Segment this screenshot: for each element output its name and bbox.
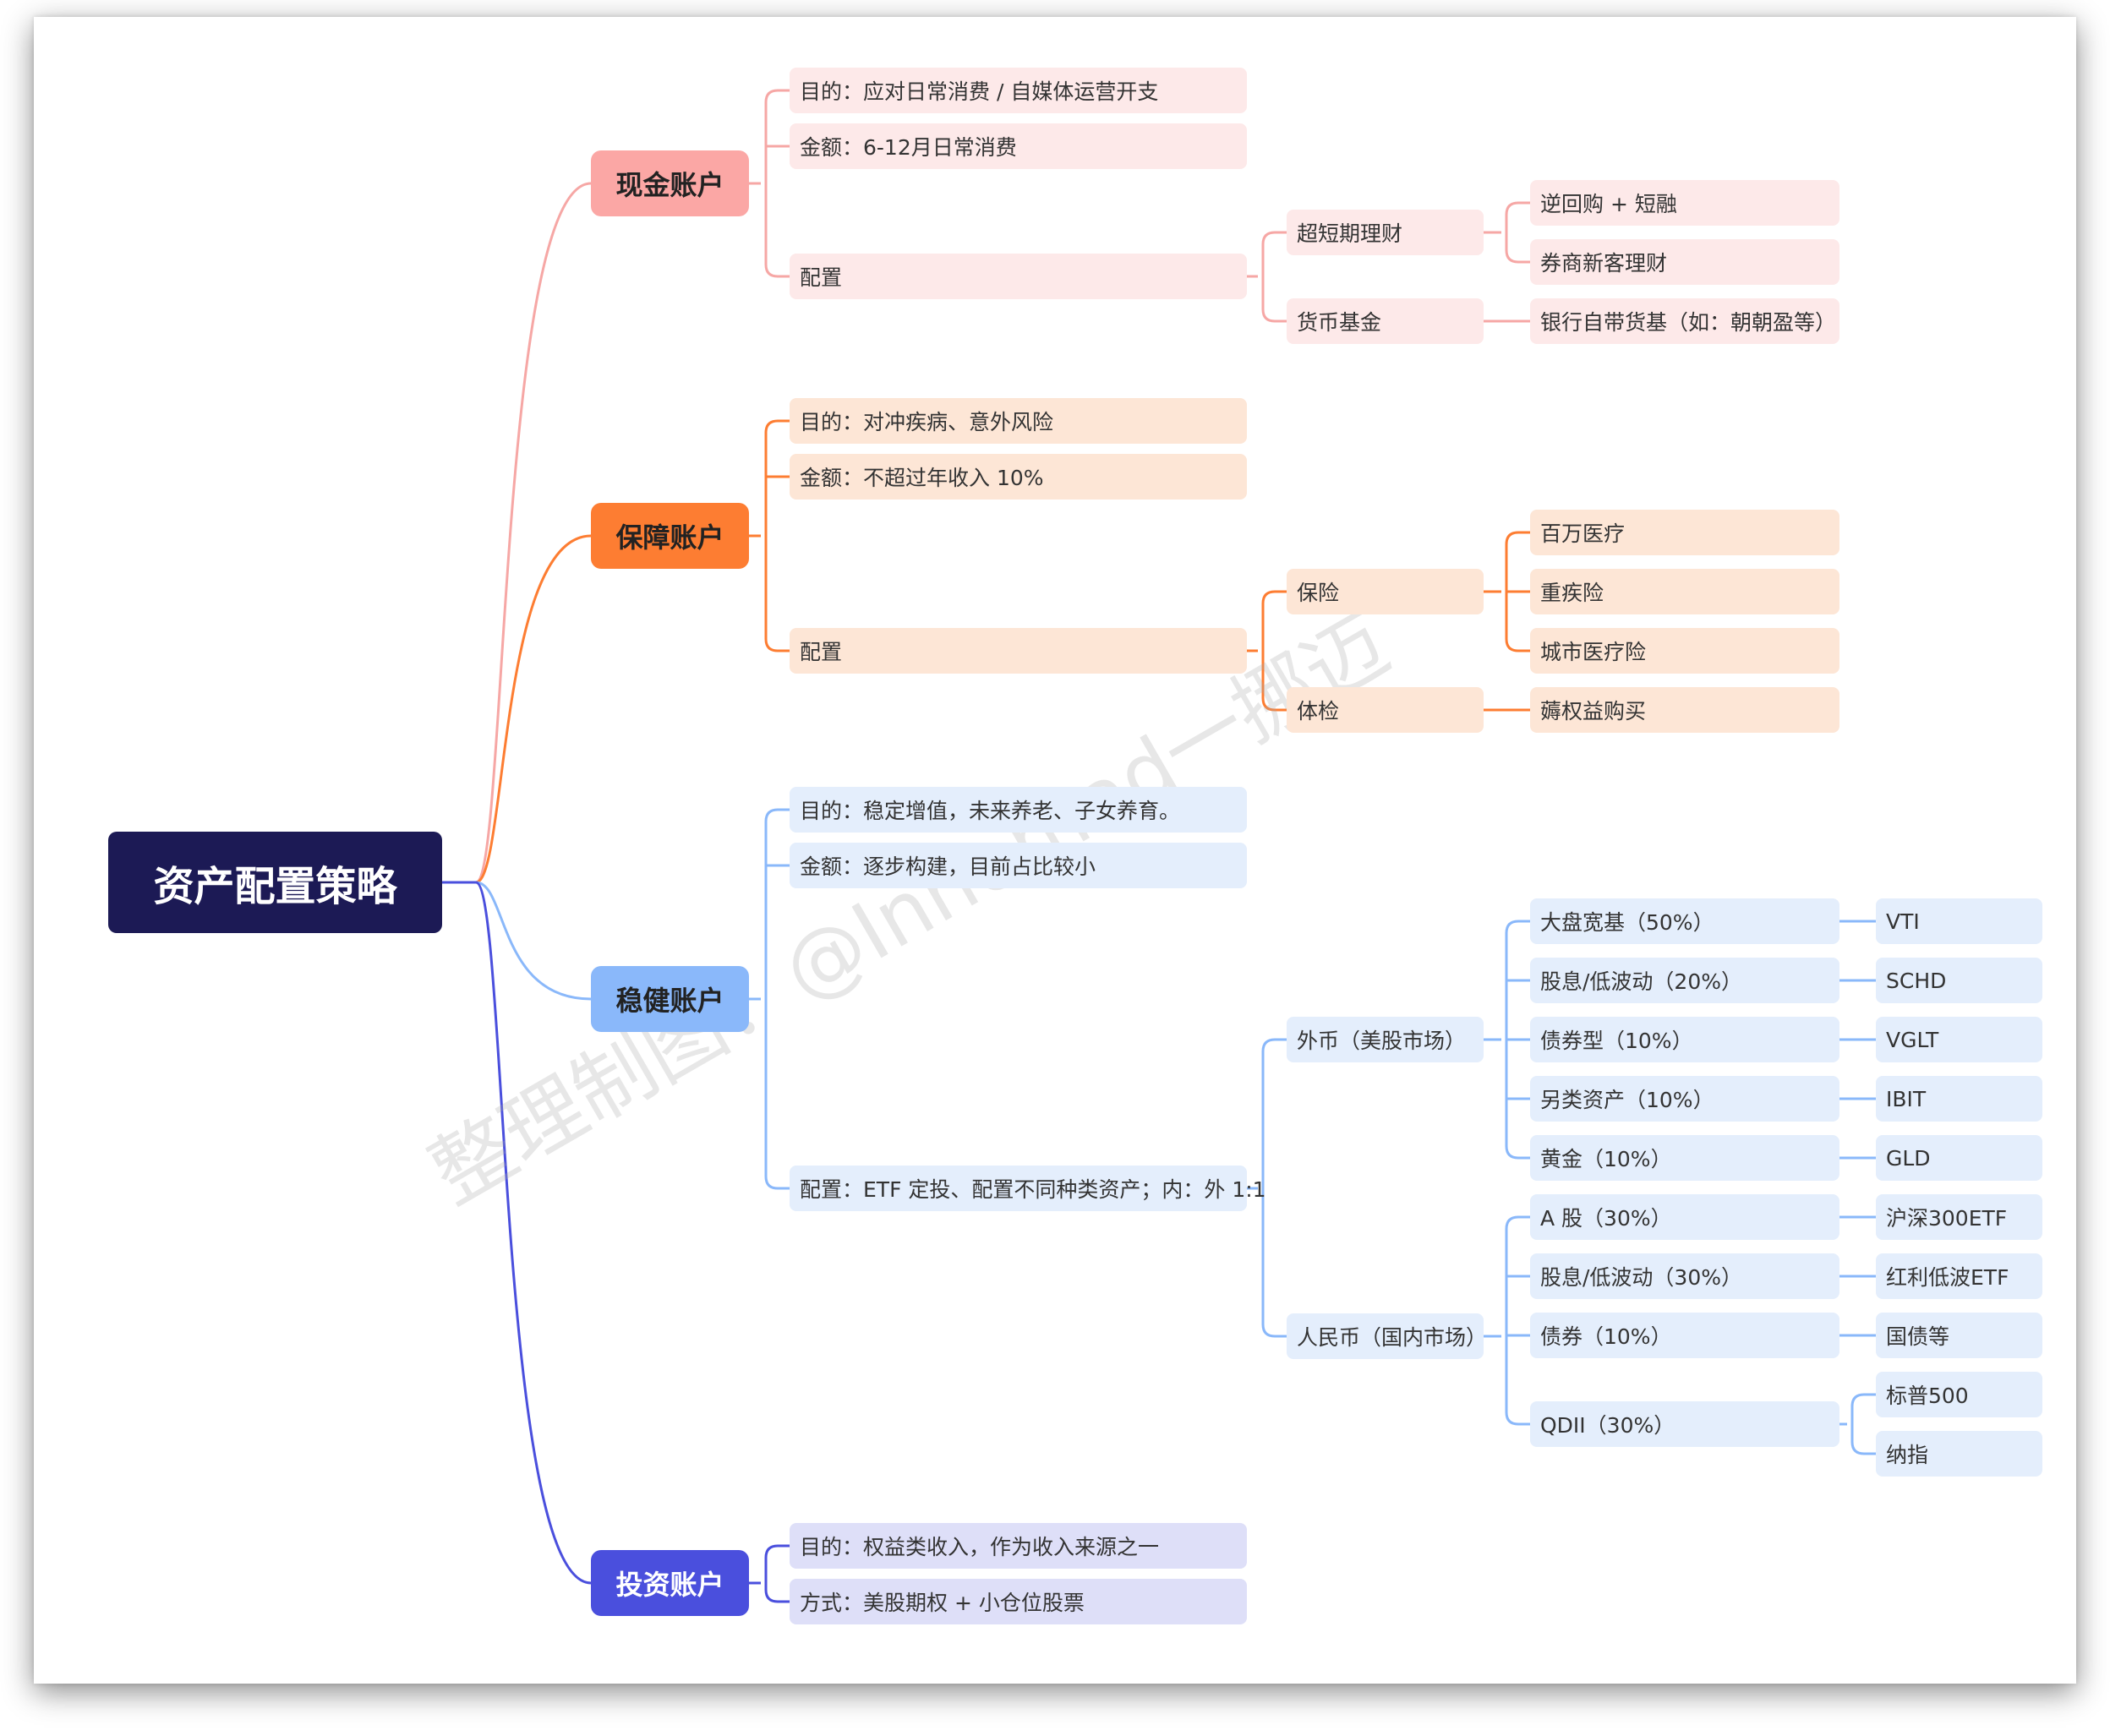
mindmap-canvas: 整理制图：@Innomad一挪迈 资产配置策略 现金账户 保障账户 稳健账户 投… (34, 17, 2076, 1684)
branch-cash[interactable]: 现金账户 (591, 150, 749, 216)
stable-foreign[interactable]: 外币（美股市场） (1287, 1017, 1484, 1062)
connector-line (764, 1544, 790, 1583)
connector-line (1505, 1215, 1530, 1336)
connector-line (1261, 231, 1287, 276)
cash-purpose[interactable]: 目的：应对日常消费 / 自媒体运营开支 (790, 68, 1247, 113)
connector-line (1505, 1040, 1530, 1160)
connector-line (764, 183, 790, 278)
ticker[interactable]: 纳指 (1876, 1431, 2042, 1477)
root-node[interactable]: 资产配置策略 (108, 832, 442, 933)
invest-purpose[interactable]: 目的：权益类收入，作为收入来源之一 (790, 1523, 1247, 1569)
stable-purpose[interactable]: 目的：稳定增值，未来养老、子女养育。 (790, 787, 1247, 833)
ticker[interactable]: 标普500 (1876, 1372, 2042, 1417)
stable-domestic[interactable]: 人民币（国内市场） (1287, 1313, 1487, 1359)
protection-amount[interactable]: 金额：不超过年收入 10% (790, 454, 1247, 500)
connector-line (1505, 920, 1530, 1040)
connector-line (1505, 1336, 1530, 1426)
cash-ultrashort-item[interactable]: 逆回购 + 短融 (1530, 180, 1839, 226)
connector-line (1261, 276, 1287, 323)
ticker[interactable]: SCHD (1876, 958, 2042, 1003)
connector-line (1850, 1393, 1876, 1424)
ticker[interactable]: VTI (1876, 898, 2042, 944)
protection-checkup[interactable]: 体检 (1287, 687, 1484, 733)
protection-purpose[interactable]: 目的：对冲疾病、意外风险 (790, 398, 1247, 444)
invest-method[interactable]: 方式：美股期权 + 小仓位股票 (790, 1579, 1247, 1624)
connector-line (764, 89, 790, 183)
cash-moneyfund-item[interactable]: 银行自带货基（如：朝朝盈等） (1530, 298, 1839, 344)
connector-line (1850, 1424, 1876, 1455)
connector-line (764, 999, 790, 1190)
ticker[interactable]: GLD (1876, 1135, 2042, 1181)
protection-checkup-item[interactable]: 薅权益购买 (1530, 687, 1839, 733)
cash-moneyfund[interactable]: 货币基金 (1287, 298, 1484, 344)
protection-insurance-item[interactable]: 城市医疗险 (1530, 628, 1839, 674)
branch-protection[interactable]: 保障账户 (591, 503, 749, 569)
connector-line (1261, 1188, 1287, 1338)
cash-ultrashort-item[interactable]: 券商新客理财 (1530, 239, 1839, 285)
connector-line (764, 419, 790, 536)
ticker[interactable]: 沪深300ETF (1876, 1194, 2042, 1240)
domestic-asset-qdii[interactable]: QDII（30%） (1530, 1401, 1839, 1447)
connector-line (1261, 651, 1287, 712)
foreign-asset[interactable]: 大盘宽基（50%） (1530, 898, 1839, 944)
ticker[interactable]: IBIT (1876, 1076, 2042, 1122)
connector-line (1505, 592, 1530, 652)
foreign-asset[interactable]: 股息/低波动（20%） (1530, 958, 1839, 1003)
connector-line (442, 182, 592, 884)
connector-line (1261, 1038, 1287, 1188)
foreign-asset[interactable]: 债券型（10%） (1530, 1017, 1839, 1062)
branch-stable[interactable]: 稳健账户 (591, 966, 749, 1032)
protection-insurance-item[interactable]: 百万医疗 (1530, 510, 1839, 555)
domestic-asset[interactable]: 股息/低波动（30%） (1530, 1253, 1839, 1299)
connector-line (1505, 232, 1530, 264)
protection-config[interactable]: 配置 (790, 628, 1247, 674)
protection-insurance-item[interactable]: 重疾险 (1530, 569, 1839, 614)
connector-line (442, 534, 592, 884)
cash-ultrashort[interactable]: 超短期理财 (1287, 210, 1484, 255)
domestic-asset[interactable]: 债券（10%） (1530, 1313, 1839, 1358)
stable-config[interactable]: 配置：ETF 定投、配置不同种类资产；内：外 1:1 (790, 1166, 1266, 1211)
foreign-asset[interactable]: 黄金（10%） (1530, 1135, 1839, 1181)
ticker[interactable]: VGLT (1876, 1017, 2042, 1062)
foreign-asset[interactable]: 另类资产（10%） (1530, 1076, 1839, 1122)
connector-lines (442, 89, 1876, 1603)
connector-line (1505, 201, 1530, 232)
ticker[interactable]: 红利低波ETF (1876, 1253, 2042, 1299)
connector-line (442, 881, 592, 1585)
connector-line (764, 536, 790, 652)
cash-config[interactable]: 配置 (790, 254, 1247, 299)
branch-invest[interactable]: 投资账户 (591, 1550, 749, 1616)
domestic-asset[interactable]: A 股（30%） (1530, 1194, 1839, 1240)
stable-amount[interactable]: 金额：逐步构建，目前占比较小 (790, 843, 1247, 888)
ticker[interactable]: 国债等 (1876, 1313, 2042, 1358)
connector-line (764, 808, 790, 999)
connector-line (1505, 531, 1530, 592)
connector-line (1261, 590, 1287, 651)
connector-line (442, 881, 592, 1001)
cash-amount[interactable]: 金额：6-12月日常消费 (790, 123, 1247, 169)
protection-insurance[interactable]: 保险 (1287, 569, 1484, 614)
connector-line (764, 1583, 790, 1603)
